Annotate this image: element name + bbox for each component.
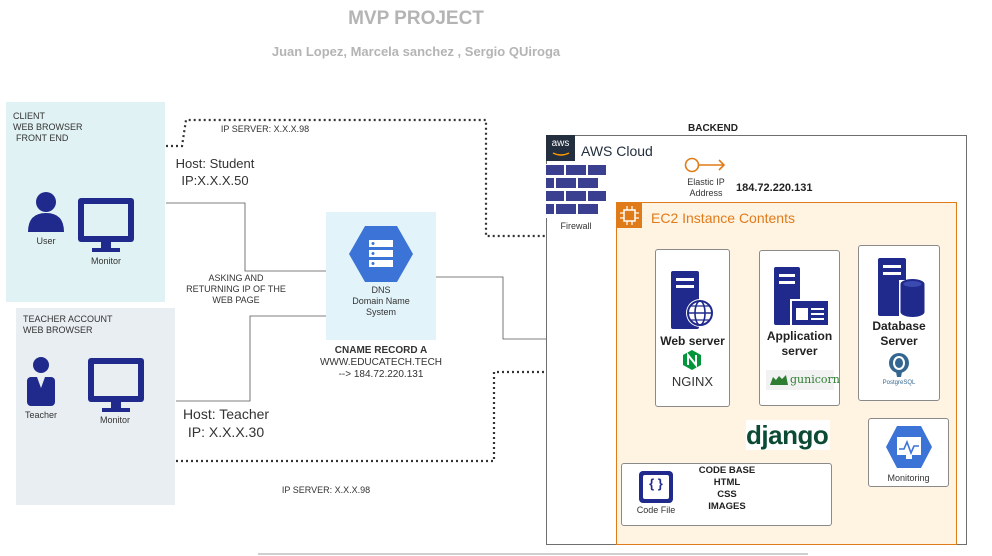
diagram-title: MVP PROJECT xyxy=(348,8,484,29)
diagram-authors: Juan Lopez, Marcela sanchez , Sergio QUi… xyxy=(271,44,561,59)
host-teacher: Host: Teacher IP: X.X.X.30 xyxy=(182,406,270,440)
dotted-route-student xyxy=(166,118,656,329)
monitoring-label: Monitoring xyxy=(887,473,930,483)
host-student: Host: Student IP:X.X.X.50 xyxy=(175,156,255,188)
ip-server-top-label: IP SERVER: X.X.X.98 xyxy=(220,124,310,134)
monitor-label: Monitor xyxy=(90,256,121,266)
gunicorn-icon xyxy=(770,375,788,385)
cname-record: CNAME RECORD A WWW.EDUCATECH.TECH --> 18… xyxy=(319,345,443,380)
postgresql-icon xyxy=(889,353,909,377)
monitoring-icon xyxy=(886,426,932,468)
teacher-user-label: Teacher xyxy=(24,410,58,420)
web-server-label: Web server xyxy=(660,334,725,348)
backend-label: BACKEND xyxy=(688,123,738,134)
nginx-label: NGINX xyxy=(671,374,714,389)
line-dns-aws xyxy=(436,276,546,340)
line-student-dns xyxy=(166,202,326,272)
app-server-box: Application server gunicorn xyxy=(759,250,840,406)
dns-label: DNS Domain Name System xyxy=(352,285,410,317)
monitor-icon xyxy=(78,198,134,252)
teacher-monitor-label: Monitor xyxy=(99,415,130,425)
code-brackets-icon: { } xyxy=(649,476,663,491)
web-server-box: Web server NGINX xyxy=(655,249,730,407)
firewall-icon xyxy=(546,164,608,218)
app-server-icon xyxy=(774,267,830,327)
postgresql-label: PostgreSQL xyxy=(882,380,916,386)
ip-server-bottom-label: IP SERVER: X.X.X.98 xyxy=(281,485,371,495)
teacher-monitor-icon xyxy=(88,358,144,412)
teacher-label: TEACHER ACCOUNT WEB BROWSER xyxy=(23,314,113,335)
aws-logo: aws xyxy=(546,135,575,161)
code-base-box: { } Code File CODE BASE HTML CSS IMAGES xyxy=(621,463,832,526)
line-teacher-dns xyxy=(176,315,326,402)
database-server-icon xyxy=(878,258,926,317)
ec2-title: EC2 Instance Contents xyxy=(651,210,795,226)
monitoring-box: Monitoring xyxy=(868,418,949,487)
web-server-icon xyxy=(671,271,714,329)
dns-box: DNS Domain Name System xyxy=(326,212,436,340)
teacher-panel: TEACHER ACCOUNT WEB BROWSER Teacher Moni… xyxy=(16,308,175,505)
code-file-label: Code File xyxy=(636,505,676,515)
client-label: CLIENT WEB BROWSER FRONT END xyxy=(13,111,83,143)
user-label: User xyxy=(36,236,56,246)
teacher-icon xyxy=(27,357,55,406)
db-server-box: Database Server PostgreSQL xyxy=(858,245,940,401)
asking-label: ASKING AND RETURNING IP OF THE WEB PAGE xyxy=(186,273,286,305)
dns-icon xyxy=(349,226,413,282)
db-server-label: Database Server xyxy=(872,319,926,348)
firewall-label: Firewall xyxy=(560,221,592,231)
code-file-icon xyxy=(639,471,673,503)
aws-cloud-label: AWS Cloud xyxy=(581,143,653,159)
django-logo: django xyxy=(746,420,830,450)
nginx-icon xyxy=(683,350,701,370)
client-panel: CLIENT WEB BROWSER FRONT END User Monito… xyxy=(6,102,165,302)
elastic-ip-value: 184.72.220.131 xyxy=(736,182,813,194)
app-server-label: Application server xyxy=(766,329,833,358)
elastic-ip-icon xyxy=(684,157,726,173)
gunicorn-logo: gunicorn xyxy=(766,370,840,390)
code-base-list: CODE BASE HTML CSS IMAGES xyxy=(698,465,756,512)
ec2-chip-icon xyxy=(617,203,642,228)
user-icon xyxy=(28,192,64,232)
elastic-ip-label: Elastic IP Address xyxy=(687,177,725,198)
